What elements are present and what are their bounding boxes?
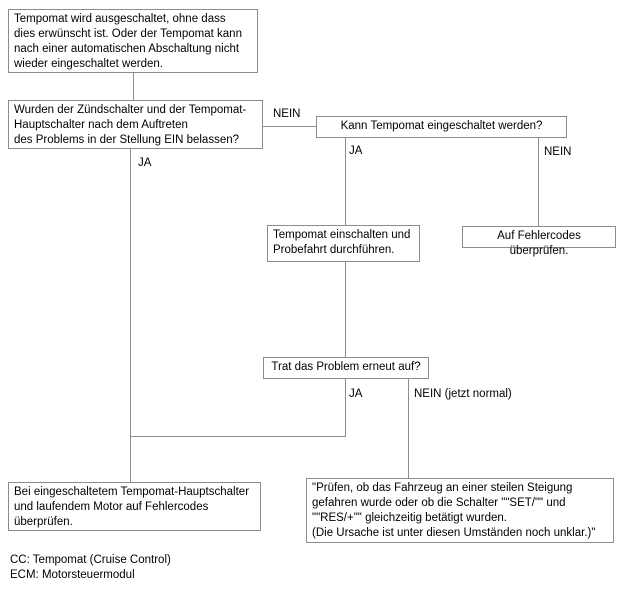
connector-nein-to-faultcodes (538, 138, 539, 226)
connector-testdrive-to-recur (345, 262, 346, 357)
node-check-steep-hill: "Prüfen, ob das Fahrzeug an einer steile… (306, 478, 614, 543)
connector-symptom-to-switches (133, 73, 134, 101)
connector-recur-ja-down (345, 379, 346, 436)
branch-label-ja-under-question: JA (349, 144, 363, 159)
node-question-can-be-enabled: Kann Tempomat eingeschaltet werden? (316, 116, 567, 138)
branch-label-nein-to-question: NEIN (273, 107, 301, 122)
node-question-switches-left-on: Wurden der Zündschalter und der Tempomat… (8, 100, 263, 149)
legend-ecm: ECM: Motorsteuermodul (10, 569, 135, 581)
connector-ja-long-vertical (130, 148, 131, 436)
branch-label-ja-long-left: JA (138, 156, 152, 171)
connector-ja-to-testdrive (345, 138, 346, 225)
legend-cc: CC: Tempomat (Cruise Control) (10, 554, 171, 566)
node-enable-and-testdrive: Tempomat einschalten und Probefahrt durc… (267, 225, 420, 262)
node-symptom-description: Tempomat wird ausgeschaltet, ohne dass d… (8, 9, 258, 73)
node-question-problem-recurred: Trat das Problem erneut auf? (263, 357, 429, 379)
node-check-fault-codes: Auf Fehlercodes überprüfen. (462, 226, 616, 257)
branch-label-nein-under-question: NEIN (544, 145, 572, 160)
branch-label-ja-after-recur: JA (349, 387, 363, 402)
node-check-codes-engine-running: Bei eingeschaltetem Tempomat-Hauptschalt… (8, 482, 261, 531)
connector-recur-nein-down (408, 379, 409, 478)
connector-junction-horizontal (130, 436, 346, 437)
connector-junction-to-check-codes (130, 436, 131, 482)
branch-label-nein-now-normal: NEIN (jetzt normal) (414, 387, 512, 402)
connector-nein-horizontal (262, 126, 317, 127)
